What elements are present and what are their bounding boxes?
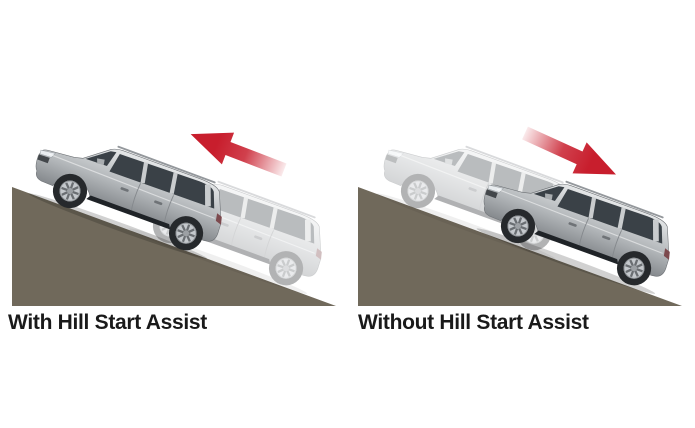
label-without-hill-start-assist: Without Hill Start Assist — [358, 311, 589, 334]
arrow-uphill-left-icon — [184, 118, 291, 186]
panel-without-hsa — [358, 117, 682, 306]
panel-with-hsa — [12, 118, 336, 306]
label-with-hill-start-assist: With Hill Start Assist — [8, 311, 207, 334]
